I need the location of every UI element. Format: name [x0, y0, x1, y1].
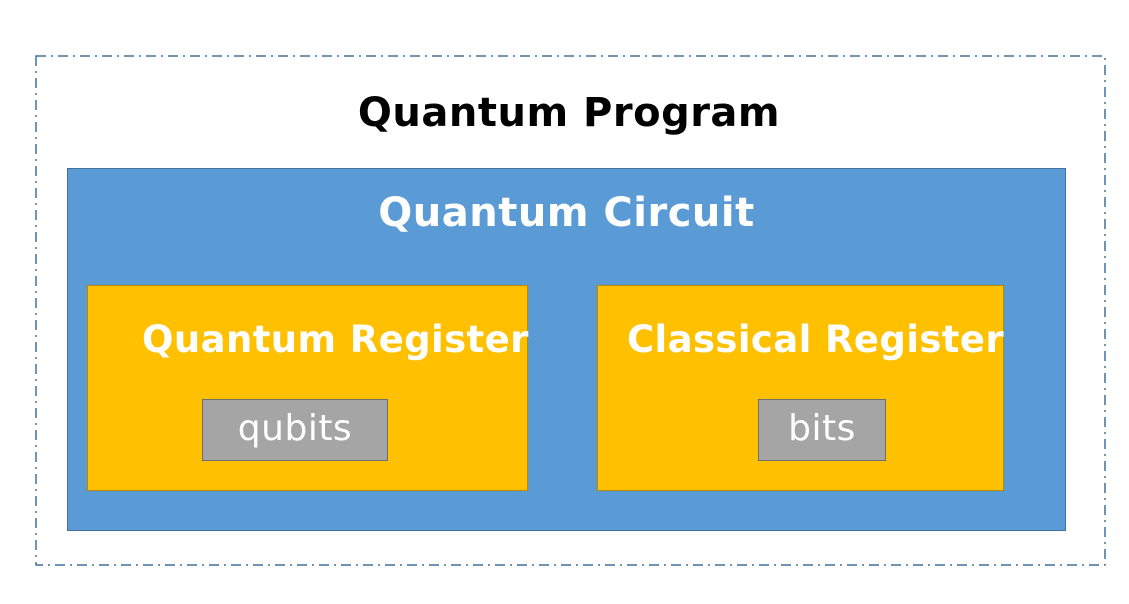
classical-register-title: Classical Register	[627, 318, 1005, 361]
program-dashdot-border	[35, 55, 1106, 566]
quantum-program-container	[35, 55, 1106, 566]
qubits-box: qubits	[202, 399, 388, 461]
program-title: Quantum Program	[357, 90, 781, 136]
bits-box: bits	[758, 399, 886, 461]
circuit-title: Quantum Circuit	[378, 190, 755, 236]
quantum-register-title: Quantum Register	[142, 318, 529, 361]
